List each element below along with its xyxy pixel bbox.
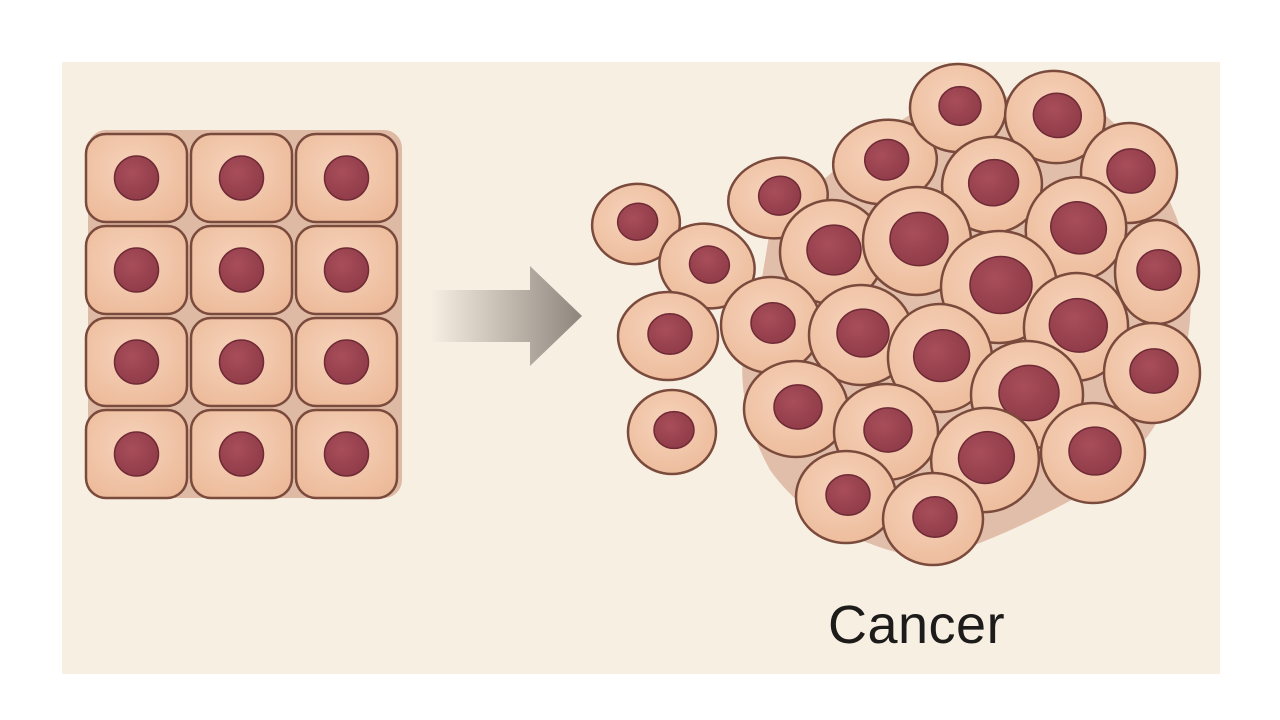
normal-cell-8: [191, 318, 292, 406]
nucleus-icon: [890, 212, 948, 265]
normal-cell-1: [86, 134, 187, 222]
nucleus-icon: [220, 156, 264, 200]
progression-arrow: [430, 266, 582, 366]
nucleus-icon: [325, 156, 369, 200]
nucleus-icon: [837, 309, 889, 357]
normal-cell-7: [86, 318, 187, 406]
nucleus-icon: [1130, 349, 1178, 393]
tumor-cell-12: [1115, 220, 1199, 324]
tumor-cell-26: [796, 451, 896, 543]
nucleus-icon: [115, 432, 159, 476]
tumor-cell-18: [721, 277, 821, 373]
nucleus-icon: [939, 87, 981, 126]
tumor-cell-25: [1041, 403, 1145, 503]
nucleus-icon: [807, 225, 861, 275]
normal-cell-4: [86, 226, 187, 314]
nucleus-icon: [115, 156, 159, 200]
tumor-cell-4: [628, 390, 716, 474]
nucleus-icon: [654, 412, 694, 449]
normal-cell-5: [191, 226, 292, 314]
normal-cell-9: [296, 318, 397, 406]
tumor-cell-27: [883, 473, 983, 565]
nucleus-icon: [325, 248, 369, 292]
nucleus-icon: [1107, 149, 1155, 193]
nucleus-icon: [325, 432, 369, 476]
nucleus-icon: [1137, 250, 1181, 290]
nucleus-icon: [115, 340, 159, 384]
normal-cell-10: [86, 410, 187, 498]
normal-cell-11: [191, 410, 292, 498]
normal-tissue-grid: [86, 130, 402, 498]
nucleus-icon: [913, 497, 957, 537]
nucleus-icon: [115, 248, 159, 292]
cancer-label: Cancer: [828, 598, 1005, 652]
nucleus-icon: [220, 340, 264, 384]
tumor-cell-3: [618, 292, 718, 380]
nucleus-icon: [1069, 427, 1121, 475]
nucleus-icon: [864, 408, 912, 452]
tumor-cell-22: [744, 361, 848, 457]
nucleus-icon: [648, 314, 692, 354]
normal-cell-2: [191, 134, 292, 222]
nucleus-icon: [325, 340, 369, 384]
nucleus-icon: [220, 248, 264, 292]
nucleus-icon: [774, 385, 822, 429]
nucleus-icon: [970, 256, 1032, 313]
nucleus-icon: [751, 303, 795, 343]
nucleus-icon: [826, 475, 870, 515]
tumor-cell-cluster: [586, 63, 1200, 565]
normal-cell-12: [296, 410, 397, 498]
nucleus-icon: [220, 432, 264, 476]
normal-cell-3: [296, 134, 397, 222]
normal-cell-6: [296, 226, 397, 314]
